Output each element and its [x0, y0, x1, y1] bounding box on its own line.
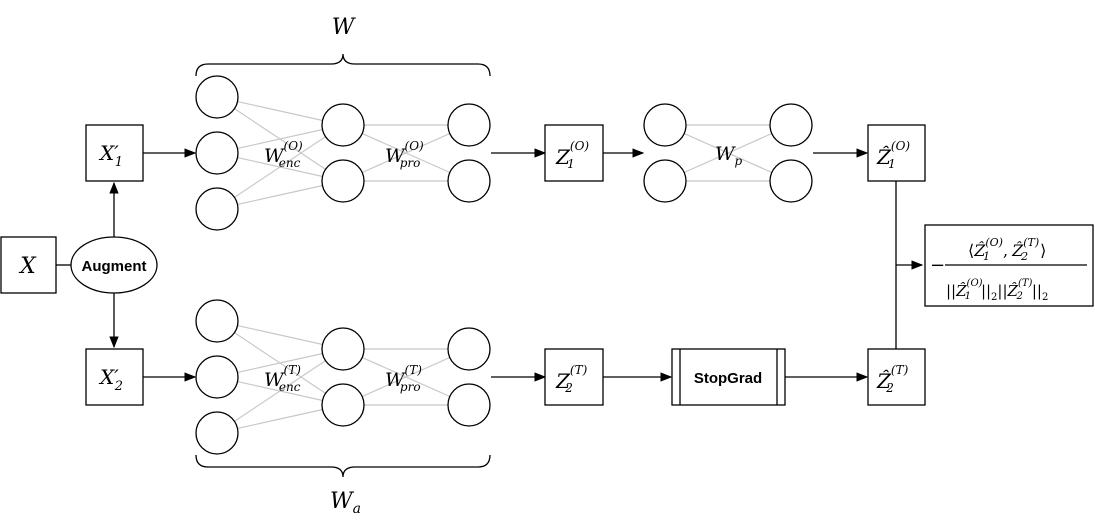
neuron-node — [321, 327, 365, 371]
w-enc-bottom-label: W(T)enc — [264, 363, 301, 394]
zhat1-box: Ẑ(O)1 — [867, 124, 926, 182]
z1-label: Z(O)1 — [555, 139, 589, 171]
neuron-node — [195, 131, 239, 175]
bottom-network-nodes — [195, 299, 491, 455]
zhat2-box: Ẑ(T)2 — [867, 348, 926, 406]
neuron-node — [321, 103, 365, 147]
neuron-node — [769, 159, 813, 203]
predictor-nodes — [643, 103, 813, 203]
neuron-node — [321, 159, 365, 203]
z2-box: Z(T)2 — [544, 348, 604, 406]
zhat1-label: Ẑ(O)1 — [876, 139, 910, 171]
top-brace — [195, 53, 491, 77]
view-x2-box: X′2 — [85, 348, 144, 406]
view-x2-label: X′2 — [98, 365, 123, 394]
neuron-node — [195, 411, 239, 455]
neuron-node — [195, 299, 239, 343]
loss-numerator: ⟨Ẑ(O)1,Ẑ(T)2⟩ — [968, 236, 1046, 263]
augment-node: Augment — [70, 236, 158, 294]
view-x1-box: X′1 — [85, 124, 144, 182]
input-x-box: X — [0, 236, 57, 294]
z1-box: Z(O)1 — [544, 124, 604, 182]
neuron-node — [447, 103, 491, 147]
neuron-node — [195, 187, 239, 231]
neuron-node — [447, 383, 491, 427]
z2-label: Z(T)2 — [555, 363, 588, 395]
neuron-node — [643, 159, 687, 203]
weights-bottom-label: Wa — [330, 489, 361, 517]
neuron-node — [195, 355, 239, 399]
stopgrad-box: StopGrad — [671, 348, 786, 406]
neuron-node — [195, 75, 239, 119]
neuron-node — [321, 383, 365, 427]
top-network-nodes — [195, 75, 491, 231]
neuron-node — [643, 103, 687, 147]
loss-minus: − — [930, 255, 945, 276]
w-enc-top-label: W(O)enc — [264, 139, 303, 170]
input-x-label: X — [18, 254, 37, 279]
neuron-node — [769, 103, 813, 147]
stopgrad-label: StopGrad — [694, 370, 762, 387]
weights-top-label: W — [332, 15, 357, 40]
loss-denominator: ||Ẑ(O)1||2||Ẑ(T)2||2 — [946, 278, 1048, 303]
w-p-label: Wp — [715, 143, 743, 168]
bottom-brace — [195, 454, 491, 478]
w-pro-bottom-label: W(T)pro — [385, 363, 422, 394]
neuron-node — [447, 159, 491, 203]
view-x1-label: X′1 — [98, 141, 123, 170]
zhat2-label: Ẑ(T)2 — [876, 363, 909, 395]
neuron-node — [447, 327, 491, 371]
w-pro-top-label: W(O)pro — [385, 139, 424, 170]
augment-label: Augment — [82, 258, 147, 275]
loss-box: − ⟨Ẑ(O)1,Ẑ(T)2⟩ ||Ẑ(O)1||2||Ẑ(T)2||2 — [924, 224, 1094, 307]
